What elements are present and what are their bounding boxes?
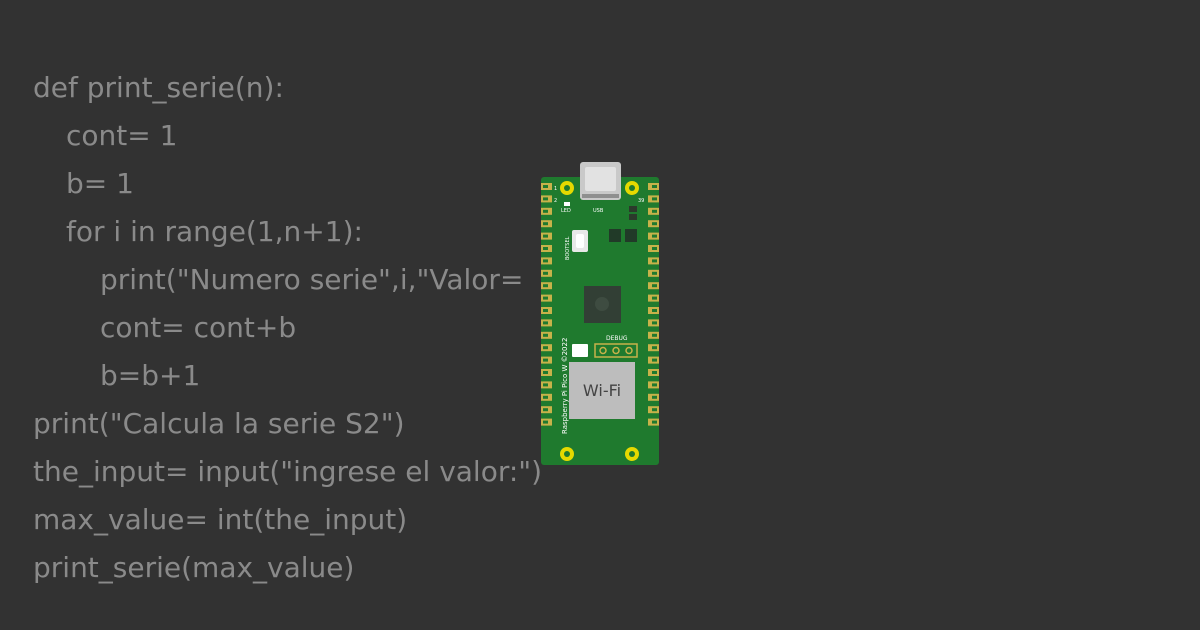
gpio-pad-hole bbox=[652, 408, 657, 412]
gpio-pad-hole bbox=[652, 383, 657, 387]
gpio-pad-hole bbox=[543, 222, 548, 226]
gpio-pad-hole bbox=[543, 333, 548, 337]
code-line: cont= cont+b bbox=[100, 311, 297, 344]
gpio-pad-hole bbox=[652, 346, 657, 350]
code-line: for i in range(1,n+1): bbox=[66, 215, 363, 248]
gpio-pad-hole bbox=[543, 197, 548, 201]
gpio-pad-hole bbox=[543, 284, 548, 288]
gpio-pad-hole bbox=[543, 185, 548, 188]
code-line: b= 1 bbox=[66, 167, 134, 200]
code-line: print_serie(max_value) bbox=[33, 551, 355, 584]
gpio-pad-hole bbox=[652, 358, 657, 362]
gpio-pad-hole bbox=[543, 383, 548, 387]
gpio-pad-hole bbox=[543, 395, 548, 399]
code-line: print("Calcula la serie S2") bbox=[33, 407, 405, 440]
code-line: b=b+1 bbox=[100, 359, 201, 392]
code-listing: def print_serie(n): cont= 1 b= 1 for i i… bbox=[33, 64, 542, 592]
code-line: cont= 1 bbox=[66, 119, 178, 152]
gpio-pad-hole bbox=[652, 321, 657, 325]
gpio-pad-hole bbox=[543, 309, 548, 312]
gpio-pad-hole bbox=[652, 247, 657, 250]
code-line: print("Numero serie",i,"Valor= bbox=[100, 263, 524, 296]
gpio-pad-hole bbox=[652, 271, 657, 275]
gpio-pad-hole bbox=[543, 371, 548, 374]
code-line: max_value= int(the_input) bbox=[33, 503, 408, 536]
gpio-pad-hole bbox=[543, 346, 548, 350]
gpio-pad-hole bbox=[652, 395, 657, 399]
gpio-pad-hole bbox=[652, 209, 657, 213]
rp2040-chip bbox=[584, 286, 621, 323]
gpio-pad-hole bbox=[652, 234, 657, 238]
gpio-pad-hole bbox=[652, 420, 657, 424]
led-indicator bbox=[564, 202, 570, 206]
gpio-pad-hole bbox=[543, 209, 548, 213]
debug-label: DEBUG bbox=[606, 335, 628, 342]
usb-label: USB bbox=[593, 208, 604, 214]
gpio-pad-hole bbox=[652, 284, 657, 288]
gpio-pad-hole bbox=[652, 222, 657, 226]
gpio-pad-hole bbox=[543, 321, 548, 325]
gpio-pad-hole bbox=[543, 358, 548, 362]
gpio-pad-hole bbox=[652, 296, 657, 300]
bootsel-label: BOOTSEL bbox=[565, 236, 571, 260]
code-line: the_input= input("ingrese el valor:") bbox=[33, 455, 543, 488]
pico-w-board[interactable]: 1 2 39 LED USB BOOTSEL Ra bbox=[541, 162, 659, 465]
pin-1-label: 1 bbox=[554, 186, 557, 192]
gpio-pad-hole bbox=[543, 420, 548, 424]
wifi-label: Wi-Fi bbox=[583, 381, 621, 400]
pin-2-label: 2 bbox=[554, 198, 557, 204]
pin-39-label: 39 bbox=[638, 198, 644, 204]
gpio-pad-hole bbox=[543, 408, 548, 412]
gpio-pad-hole bbox=[543, 234, 548, 238]
board-name: Raspberry Pi Pico W ©2022 bbox=[561, 338, 569, 434]
gpio-pad-hole bbox=[652, 309, 657, 312]
gpio-pad-hole bbox=[652, 371, 657, 374]
led-label: LED bbox=[561, 208, 571, 214]
gpio-pad-hole bbox=[543, 247, 548, 250]
bootsel-button[interactable] bbox=[572, 230, 588, 252]
gpio-pad-hole bbox=[652, 259, 657, 263]
gpio-pad-hole bbox=[543, 259, 548, 263]
gpio-pad-hole bbox=[652, 185, 657, 188]
gpio-pads bbox=[541, 183, 659, 426]
debug-header[interactable] bbox=[594, 343, 638, 358]
code-line: def print_serie(n): bbox=[33, 71, 284, 104]
gpio-pad-hole bbox=[543, 296, 548, 300]
wifi-module: Wi-Fi bbox=[569, 362, 635, 419]
usb-connector[interactable] bbox=[580, 162, 621, 200]
gpio-pad-hole bbox=[652, 197, 657, 201]
gpio-pad-hole bbox=[652, 333, 657, 337]
gpio-pad-hole bbox=[543, 271, 548, 275]
